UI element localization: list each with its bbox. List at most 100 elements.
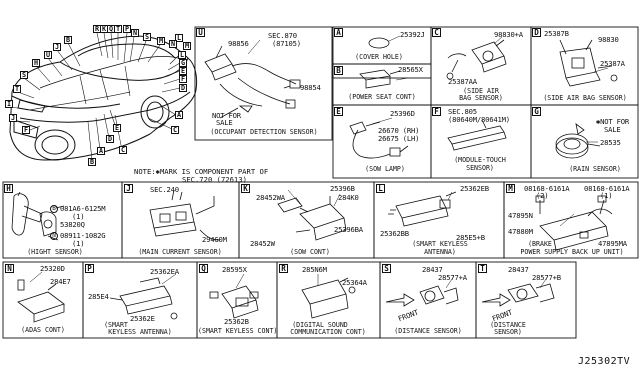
art-power-seat-cont bbox=[359, 69, 401, 89]
caption-module-touch-sensor-1: (MODULE-TOUCH bbox=[454, 156, 506, 164]
part-number: 25362E bbox=[130, 314, 155, 323]
art-rain-sensor bbox=[555, 123, 601, 159]
section-letter-R: R bbox=[279, 264, 288, 273]
frame-M bbox=[503, 181, 639, 259]
section-letter-H: H bbox=[4, 184, 13, 193]
part-number: 25362EA bbox=[150, 267, 179, 276]
part-number: 28565X bbox=[398, 65, 423, 74]
section-letter-D: D bbox=[532, 28, 541, 37]
callout-pointer: P bbox=[123, 25, 131, 33]
part-number: 28595X bbox=[222, 265, 247, 274]
part-quantity: (1) bbox=[72, 212, 85, 221]
sec-sub: (87105) bbox=[272, 39, 301, 48]
section-letter-P: P bbox=[85, 264, 94, 273]
caption-hight-sensor: (HIGHT SENSOR) bbox=[27, 248, 83, 256]
callout-pointer: F bbox=[22, 126, 30, 134]
section-letter-M: M bbox=[506, 184, 515, 193]
callout-pointer: N bbox=[169, 40, 177, 48]
part-number: 47880M bbox=[508, 227, 533, 236]
not-for-sale: NOT FOR bbox=[212, 111, 241, 120]
not-for-sale: SALE bbox=[216, 118, 233, 127]
part-number: 53820Q bbox=[60, 220, 85, 229]
section-letter-N: N bbox=[5, 264, 14, 273]
part-number: 28437 bbox=[422, 265, 443, 274]
part-number: 294G0M bbox=[202, 235, 227, 244]
part-number: 25320D bbox=[40, 264, 65, 273]
callout-pointer: L bbox=[178, 51, 186, 59]
callout-pointer: M bbox=[157, 37, 165, 45]
part-quantity: (2) bbox=[536, 191, 549, 200]
section-letter-K: K bbox=[241, 184, 250, 193]
callout-pointer: C bbox=[119, 146, 127, 154]
caption-brake-2: POWER SUPPLY BACK UP UNIT) bbox=[520, 248, 624, 256]
part-number: 98830 bbox=[598, 35, 619, 44]
callout-pointer: H bbox=[32, 59, 40, 67]
part-number: 284K0 bbox=[338, 193, 359, 202]
part-number: 28452WA bbox=[256, 193, 285, 202]
callout-pointer: G bbox=[179, 59, 187, 67]
art-main-current-sensor bbox=[149, 189, 221, 241]
caption-smart-keyless-antenna-p-2: KEYLESS ANTENNA) bbox=[108, 328, 172, 336]
section-letter-S: S bbox=[382, 264, 391, 273]
note-line-1: NOTE:✱MARK IS COMPONENT PART OF bbox=[134, 167, 269, 176]
callout-pointer: I bbox=[5, 100, 13, 108]
caption-sow-lamp: (SOW LAMP) bbox=[365, 165, 405, 173]
art-distance-sensor-t bbox=[481, 283, 555, 307]
section-letter-B: B bbox=[334, 66, 343, 75]
part-number: 25392J bbox=[400, 30, 425, 39]
frame-U bbox=[194, 26, 333, 141]
callout-pointer: A bbox=[175, 111, 183, 119]
caption-smart-keyless-antenna-1: (SMART KEYLESS bbox=[412, 240, 468, 248]
not-for-sale: ✱NOT FOR bbox=[596, 117, 630, 126]
caption-side-airbag-sensor-1: (SIDE AIR bbox=[463, 87, 499, 95]
art-side-airbag-sensor-c bbox=[446, 39, 507, 80]
part-number: 47895MA bbox=[598, 239, 627, 248]
callout-pointer: N bbox=[131, 29, 139, 37]
art-sow-lamp bbox=[349, 121, 409, 159]
callout-pointer: T bbox=[114, 25, 122, 33]
part-number: 28577+B bbox=[532, 273, 561, 282]
part-quantity: (1) bbox=[600, 191, 613, 200]
section-letter-L: L bbox=[376, 184, 385, 193]
section-letter-E: E bbox=[334, 107, 343, 116]
frame-T bbox=[475, 261, 577, 339]
caption-distance-sensor-t-2: SENSOR) bbox=[494, 328, 522, 336]
caption-smart-keyless-cont: (SMART KEYLESS CONT) bbox=[198, 327, 278, 335]
part-number: 284E7 bbox=[50, 277, 71, 286]
caption-side-airbag-sensor: (SIDE AIR BAG SENSOR) bbox=[543, 94, 627, 102]
callout-pointer: M bbox=[183, 42, 191, 50]
callout-pointer: A bbox=[97, 147, 105, 155]
part-number: 25364A bbox=[342, 278, 367, 287]
caption-smart-keyless-antenna-p-1: (SMART bbox=[104, 321, 128, 329]
caption-main-current-sensor: (MAIN CURRENT SENSOR) bbox=[138, 248, 222, 256]
callout-pointer: S bbox=[143, 33, 151, 41]
caption-distance-sensor: (DISTANCE SENSOR) bbox=[394, 327, 462, 335]
callout-pointer: E bbox=[179, 67, 187, 75]
caption-power-seat-cont: (POWER SEAT CONT) bbox=[348, 93, 416, 101]
art-side-airbag-sensor-d bbox=[559, 39, 618, 87]
art-height-sensor bbox=[11, 191, 65, 241]
part-number: 28535 bbox=[600, 138, 621, 147]
art-sow-cont bbox=[277, 196, 347, 241]
art-digital-sound-cont bbox=[301, 277, 356, 319]
section-letter-J: J bbox=[124, 184, 133, 193]
caption-module-touch-sensor-2: SENSOR) bbox=[466, 164, 494, 172]
section-letter-T: T bbox=[478, 264, 487, 273]
part-number: 28437 bbox=[508, 265, 529, 274]
part-number: 28577+A bbox=[438, 273, 467, 282]
part-number: 25362EB bbox=[460, 184, 489, 193]
part-number: 08168-6161A bbox=[524, 184, 570, 193]
part-number: 25387B bbox=[544, 29, 569, 38]
callout-pointer: E bbox=[113, 124, 121, 132]
caption-digital-sound-1: (DIGITAL SOUND bbox=[292, 321, 348, 329]
part-number: 08911-1082G bbox=[60, 231, 106, 240]
caption-adas-cont: (ADAS CONT) bbox=[21, 326, 65, 334]
part-number: 25396B bbox=[330, 184, 355, 193]
caption-distance-sensor-t-1: (DISTANCE bbox=[490, 321, 526, 329]
callout-pointer: B bbox=[64, 36, 72, 44]
part-number: 25396BA bbox=[334, 225, 363, 234]
part-number: 28452W bbox=[250, 239, 275, 248]
sec-ref: SEC.870 bbox=[268, 31, 297, 40]
caption-side-airbag-sensor-2: BAG SENSOR) bbox=[459, 94, 503, 102]
